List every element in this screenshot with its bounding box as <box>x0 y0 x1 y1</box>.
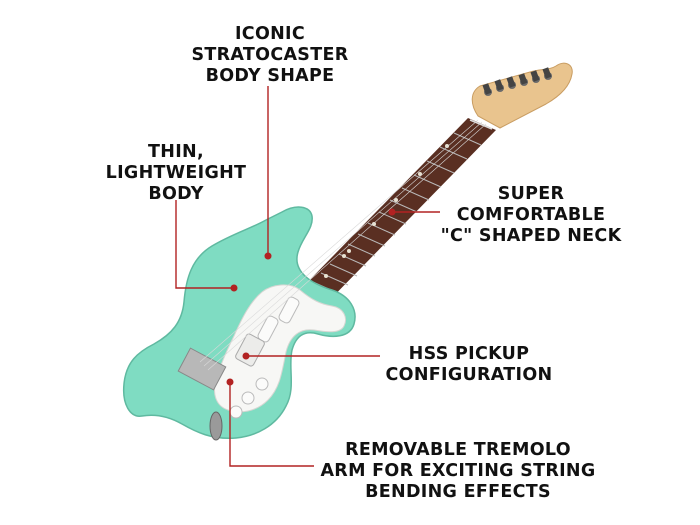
guitar-body <box>122 119 487 441</box>
callout-line: BODY <box>148 184 204 204</box>
callout-thin-body: THIN, LIGHTWEIGHT BODY <box>96 142 256 205</box>
callout-line: BODY SHAPE <box>205 66 335 86</box>
callout-body-shape: ICONIC STRATOCASTER BODY SHAPE <box>190 24 350 87</box>
callout-line: ARM FOR EXCITING STRING <box>320 461 596 481</box>
callout-line: ICONIC <box>234 24 306 44</box>
callout-line: SUPER <box>497 184 565 204</box>
callout-line: THIN, <box>148 142 204 162</box>
callout-line: STRATOCASTER <box>191 45 349 65</box>
headstock <box>471 62 573 129</box>
callout-line: "C" SHAPED NECK <box>440 226 622 246</box>
callout-line: CONFIGURATION <box>385 365 553 385</box>
callout-tremolo: REMOVABLE TREMOLO ARM FOR EXCITING STRIN… <box>318 440 598 503</box>
callout-line: COMFORTABLE <box>456 205 606 225</box>
callout-pickup: HSS PICKUP CONFIGURATION <box>384 344 554 386</box>
callout-line: HSS PICKUP <box>408 344 530 364</box>
callout-neck: SUPER COMFORTABLE "C" SHAPED NECK <box>436 184 626 247</box>
callout-line: BENDING EFFECTS <box>365 482 551 502</box>
callout-line: REMOVABLE TREMOLO <box>345 440 571 460</box>
callout-leaders <box>175 86 440 467</box>
callout-line: LIGHTWEIGHT <box>105 163 247 183</box>
callout-dots <box>226 208 396 386</box>
